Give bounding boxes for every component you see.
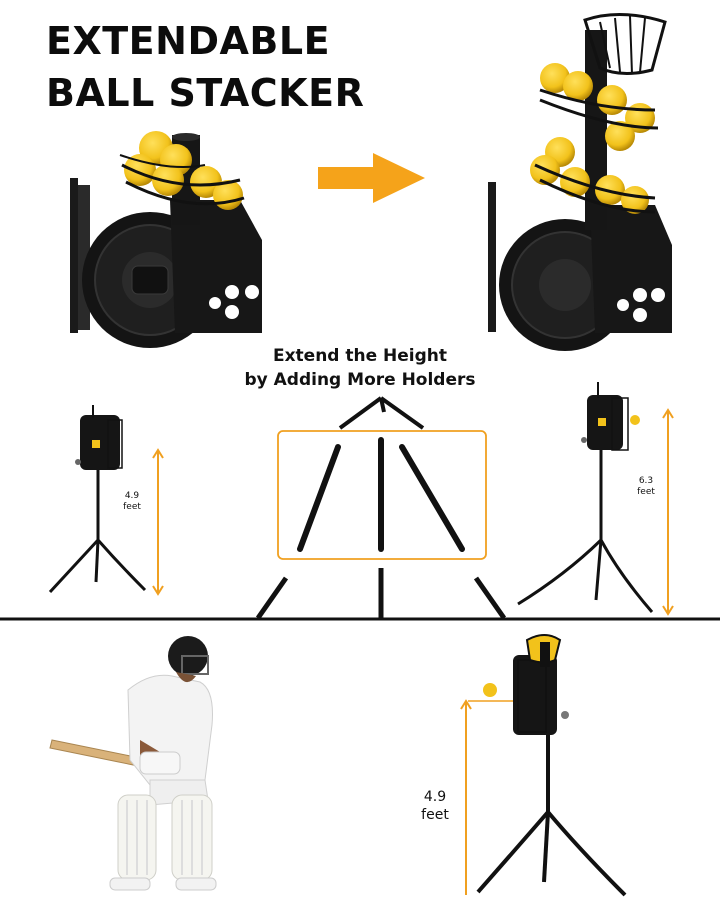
height-value-right: 6.3 [638, 476, 654, 486]
height-unit-bottom: feet [421, 807, 449, 823]
ball-icon [630, 415, 640, 425]
tripod-assembly [255, 396, 507, 620]
machine-short-stacker [70, 131, 262, 348]
machine-bottom [468, 634, 627, 897]
ball-icon [483, 683, 497, 697]
height-indicator-bottom [460, 699, 472, 895]
height-unit-right: feet [637, 487, 655, 497]
height-label-right: 6.3 feet [632, 476, 660, 498]
caption-line-2: by Adding More Holders [244, 370, 476, 390]
holder-highlight-box [277, 430, 487, 560]
arrow-right-icon [318, 153, 425, 203]
headline-line-2: BALL STACKER [46, 71, 365, 115]
height-value-left: 4.9 [124, 491, 140, 501]
tripod-machine-standard [48, 405, 147, 594]
height-label-bottom: 4.9 feet [412, 788, 458, 824]
height-indicator-left [152, 448, 164, 596]
caption-line-1: Extend the Height [272, 346, 448, 366]
headline-line-1: EXTENDABLE [46, 19, 331, 63]
machine-extended-stacker [488, 13, 672, 351]
height-indicator-right [662, 408, 674, 616]
height-label-left: 4.9 feet [118, 491, 146, 513]
batsman-figure [49, 636, 217, 891]
tripod-machine-extended [517, 382, 654, 613]
height-value-bottom: 4.9 [423, 789, 447, 805]
height-unit-left: feet [123, 502, 141, 512]
